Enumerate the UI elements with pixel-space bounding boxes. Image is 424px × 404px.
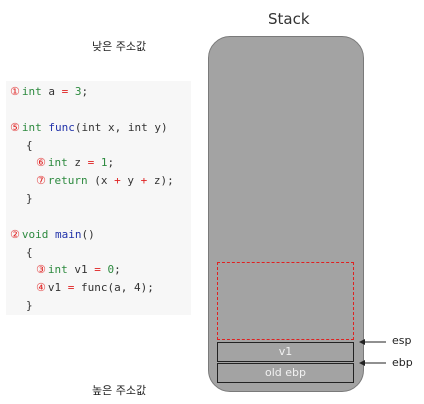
code-text: z [67,156,88,169]
code-line-3: { [26,139,33,152]
code-line-8: { [26,246,33,259]
operator: = [67,281,75,294]
code-text: ; [81,85,89,98]
code-text: a [41,85,62,98]
low-address-label: 낮은 주소값 [92,40,147,53]
pending-stack-frame [217,262,354,340]
step-5-badge: ⑤ [10,121,20,134]
code-text: z); [147,174,174,187]
high-address-label: 높은 주소값 [92,384,147,397]
operator: + [140,174,148,187]
stack-slot-old-ebp: old ebp [217,363,354,383]
code-line-6: } [26,192,33,205]
step-6-badge: ⑥ [36,156,46,169]
code-text: ; [114,263,121,276]
code-text: ; [107,156,115,169]
step-4-badge: ④ [36,281,46,294]
keyword: return [47,174,88,187]
keyword: int [47,263,68,276]
keyword: void [21,228,49,241]
stack-container [208,36,364,392]
number-literal: 0 [100,263,115,276]
stack-title: Stack [268,10,310,28]
operator: = [94,263,101,276]
code-text: y [120,174,141,187]
operator: = [61,85,69,98]
step-1-badge: ① [10,85,20,98]
function-name: func [41,121,75,134]
operator: = [87,156,95,169]
ebp-label: ebp [392,356,413,369]
step-3-badge: ③ [36,263,46,276]
code-text: (int x, int y) [74,121,168,134]
code-text: func(a, 4); [74,281,154,294]
function-name: main [48,228,82,241]
operator: + [114,174,121,187]
esp-label: esp [392,334,412,347]
stack-slot-v1: v1 [217,342,354,362]
code-line-11: } [26,299,33,312]
step-2-badge: ② [10,228,20,241]
keyword: int [47,156,68,169]
step-7-badge: ⑦ [36,174,46,187]
code-text: v1 [47,281,68,294]
number-literal: 3 [68,85,82,98]
number-literal: 1 [94,156,108,169]
code-text: (x [87,174,115,187]
keyword: int [21,85,42,98]
code-text: v1 [67,263,95,276]
code-text: () [81,228,95,241]
keyword: int [21,121,42,134]
